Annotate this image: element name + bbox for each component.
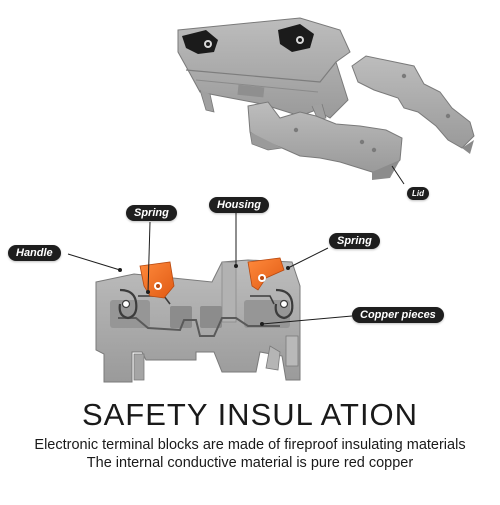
copper-pieces-label: Copper pieces — [352, 307, 444, 323]
lid-piece-lower — [247, 101, 403, 180]
handle-label: Handle — [8, 245, 61, 261]
spring-right-label: Spring — [329, 233, 380, 249]
description-line-1: Electronic terminal blocks are made of f… — [34, 437, 466, 453]
handle-right — [247, 257, 285, 291]
main-block-housing — [95, 259, 301, 383]
headline: SAFETY INSUL ATION — [81, 397, 419, 432]
lid-piece-upper — [351, 55, 475, 154]
copper-conductor — [118, 317, 280, 337]
spring-left-label: Spring — [126, 205, 177, 221]
description-line-2: The internal conductive material is pure… — [86, 455, 414, 471]
top-lever-right — [278, 24, 314, 52]
lid-label: Lid — [407, 187, 429, 200]
top-lever-left — [182, 30, 218, 54]
callout-leader-dots — [118, 264, 290, 326]
housing-label: Housing — [209, 197, 269, 213]
spring-right-part — [250, 288, 294, 320]
callout-leader-lines — [67, 212, 353, 325]
